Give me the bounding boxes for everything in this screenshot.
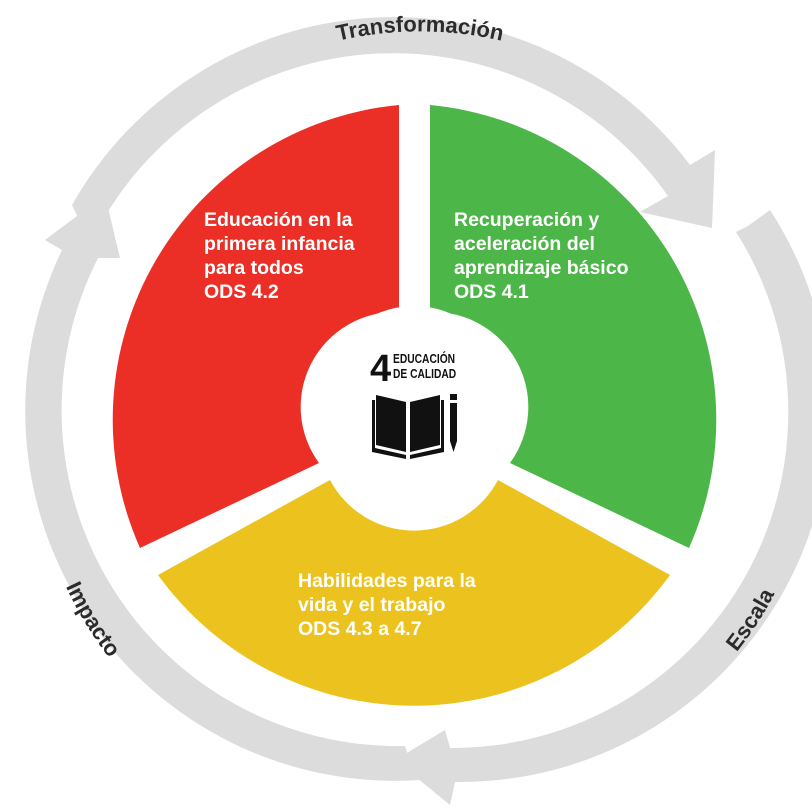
book-pencil-icon xyxy=(372,394,457,459)
sdg-number: 4 xyxy=(370,348,391,390)
pie xyxy=(112,105,717,706)
segment-yellow-label: Habilidades para la vida y el trabajo OD… xyxy=(298,569,476,641)
segment-yellow xyxy=(158,480,670,706)
segment-green-line-2: aceleración del xyxy=(454,233,595,255)
segment-green xyxy=(430,105,717,548)
segment-red-line-1: Educación en la xyxy=(204,209,353,231)
segment-yellow-line-1: Habilidades para la xyxy=(298,570,476,592)
cycle-ring xyxy=(25,17,812,805)
segment-yellow-line-3: ODS 4.3 a 4.7 xyxy=(298,618,422,640)
sdg-title-line-2: DE CALIDAD xyxy=(393,367,457,381)
segment-red-label: Educación en la primera infancia para to… xyxy=(204,208,355,304)
sdg-title: EDUCACIÓN DE CALIDAD xyxy=(393,352,456,382)
segment-yellow-line-2: vida y el trabajo xyxy=(298,594,446,616)
center-circle xyxy=(322,306,506,490)
segment-green-line-1: Recuperación y xyxy=(454,209,600,231)
ring-arrow-impacto xyxy=(25,195,421,781)
segment-red-line-4: ODS 4.2 xyxy=(204,281,279,303)
segment-green-line-3: aprendizaje básico xyxy=(454,257,629,279)
segment-red-line-3: para todos xyxy=(204,257,304,279)
segment-red xyxy=(112,105,400,548)
ring-arrow-transformacion xyxy=(72,17,715,238)
sdg-title-line-1: EDUCACIÓN xyxy=(393,352,456,366)
segment-green-line-4: ODS 4.1 xyxy=(454,281,529,303)
ring-arrow-escala xyxy=(395,210,812,805)
segment-green-label: Recuperación y aceleración del aprendiza… xyxy=(454,208,628,304)
segment-red-line-2: primera infancia xyxy=(204,233,355,255)
